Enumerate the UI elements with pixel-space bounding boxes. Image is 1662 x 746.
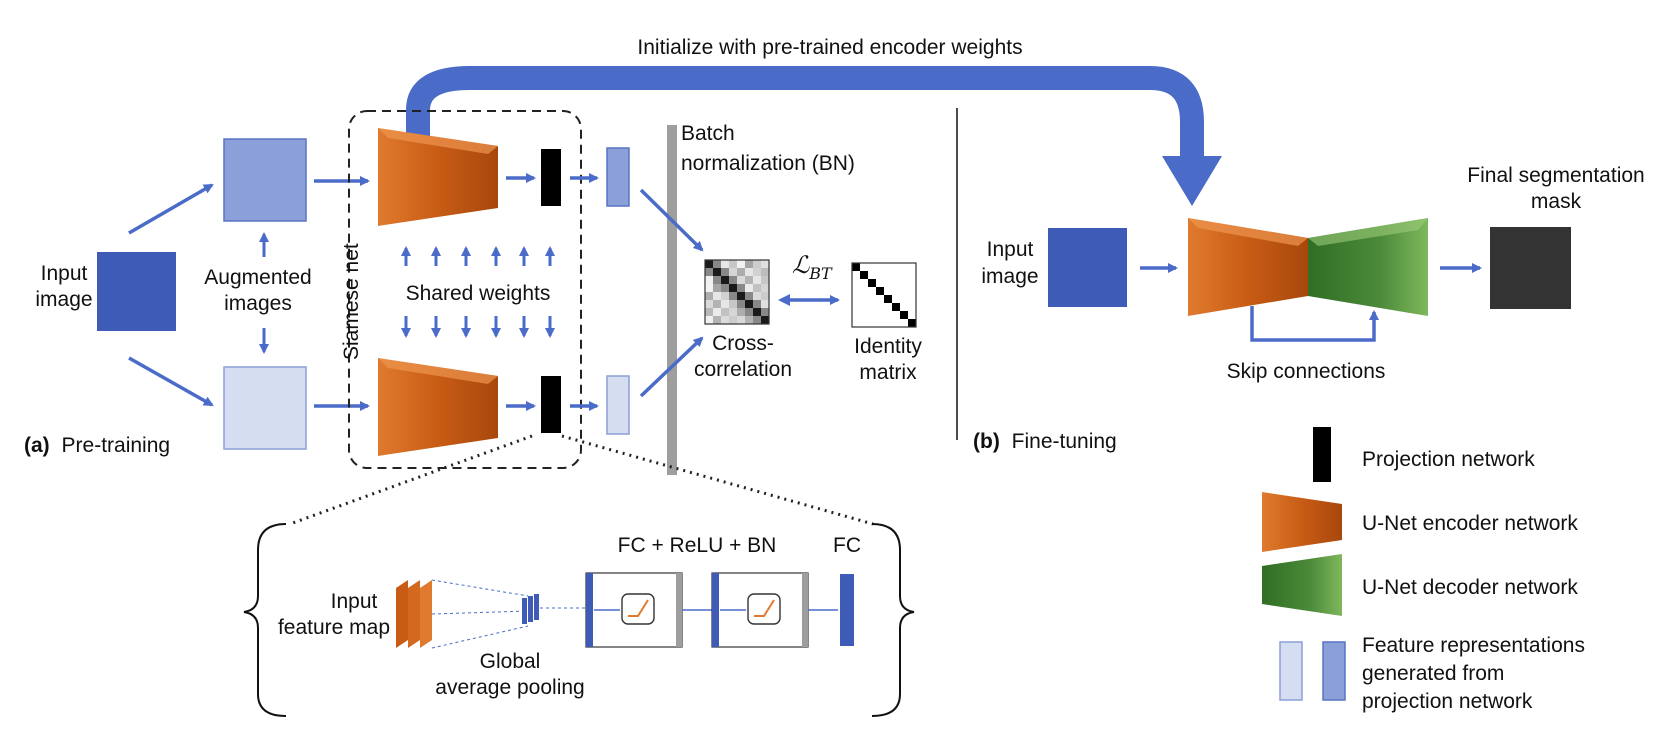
unet-encoder [1188, 218, 1308, 316]
legend-features-line1: Feature representations [1362, 634, 1585, 657]
loss-label: ℒBT [792, 251, 833, 283]
input-image-box [97, 252, 176, 331]
identity-label-line1: Identity [854, 335, 922, 358]
input-feature-map-label-line2: feature map [278, 616, 390, 639]
detail-brace-left [243, 523, 287, 717]
skip-connection-arrow [1250, 306, 1379, 342]
feature-representation-top [606, 147, 630, 207]
top-arrow-label: Initialize with pre-trained encoder weig… [637, 36, 1022, 59]
legend-feature-dark-swatch [1322, 641, 1346, 701]
augmented-image-top [223, 138, 307, 222]
encoder-top [378, 128, 498, 226]
input-image-label-line1: Input [41, 262, 88, 285]
weight-transfer-arrowhead [1162, 156, 1222, 206]
cross-correlation-label-line1: Cross- [712, 332, 774, 355]
legend-projection-swatch [1313, 427, 1331, 482]
arrow-input-to-aug-bottom [128, 356, 214, 407]
shared-weights-arrows [401, 246, 555, 338]
unet-decoder-bevel [1308, 218, 1428, 246]
fc-final-layer [840, 574, 854, 646]
loss-symbol: ℒ [792, 251, 810, 279]
gap-projection-lines [431, 579, 529, 649]
legend-projection-label: Projection network [1362, 448, 1535, 471]
zoom-line-right [561, 434, 874, 526]
cross-correlation-matrix [704, 259, 770, 325]
zoom-line-left [289, 434, 533, 526]
encoder-bottom-bevel [378, 358, 498, 384]
input-image-label-line2: image [35, 288, 92, 311]
weight-transfer-arrow [406, 66, 1204, 158]
panel-b-title: Fine-tuning [1012, 430, 1117, 453]
final-mask-label-line1: Final segmentation [1467, 164, 1644, 187]
unet-encoder-bevel [1188, 218, 1308, 246]
projection-network-bottom [541, 376, 561, 433]
gap-label-line1: Global [480, 650, 541, 673]
batch-norm-label-line2: normalization (BN) [681, 152, 855, 175]
augmented-label-line1: Augmented [204, 266, 311, 289]
cross-correlation-label-line2: correlation [694, 358, 792, 381]
encoder-top-bevel [378, 128, 498, 154]
gap-output [522, 594, 539, 624]
final-mask-label-line2: mask [1531, 190, 1582, 213]
input-feature-map [396, 580, 432, 648]
legend-encoder-label: U-Net encoder network [1362, 512, 1578, 535]
legend-decoder-label: U-Net decoder network [1362, 576, 1578, 599]
panel-a-letter: (a) [24, 434, 50, 457]
finetune-input-label-line2: image [981, 265, 1038, 288]
panel-a-title: Pre-training [62, 434, 171, 457]
batch-norm-bar [667, 125, 677, 475]
shared-weights-label: Shared weights [406, 282, 551, 305]
panel-b-letter: (b) [973, 430, 1000, 453]
identity-matrix [851, 262, 917, 328]
input-feature-map-label-line1: Input [331, 590, 378, 613]
skip-connections-label: Skip connections [1227, 360, 1386, 383]
fc-label: FC [833, 534, 861, 557]
fc-relu-bn-block-2 [711, 572, 809, 648]
legend-features-line2: generated from [1362, 662, 1504, 685]
loss-subscript: BT [808, 264, 833, 283]
siamese-net-label: Siamese net [340, 243, 363, 360]
panel-b-label: (b) Fine-tuning [973, 430, 1117, 453]
projection-network-top [541, 149, 561, 206]
arrow-feat-top-to-cc [639, 188, 704, 252]
feature-representation-bottom [606, 375, 630, 435]
legend-features-line3: projection network [1362, 690, 1533, 713]
identity-label-line2: matrix [859, 361, 917, 384]
final-segmentation-mask [1490, 227, 1571, 309]
finetune-input-image [1048, 228, 1127, 307]
legend-feature-light-swatch [1279, 641, 1303, 701]
arrow-feat-bottom-to-cc [639, 336, 704, 398]
arrow-input-to-aug-top [128, 183, 214, 235]
augmented-label-line2: images [224, 292, 292, 315]
detail-brace-right [871, 523, 915, 717]
fc-relu-bn-block-1 [585, 572, 683, 648]
siamese-net-box [348, 110, 582, 469]
legend-encoder-swatch [1262, 492, 1342, 552]
batch-norm-label-line1: Batch [681, 122, 735, 145]
panel-a-label: (a) Pre-training [24, 434, 170, 457]
encoder-bottom [378, 358, 498, 456]
fc-relu-bn-label: FC + ReLU + BN [618, 534, 777, 557]
augmented-image-bottom [223, 366, 307, 450]
gap-label-line2: average pooling [435, 676, 584, 699]
legend-decoder-swatch [1262, 554, 1342, 616]
finetune-input-label-line1: Input [987, 238, 1034, 261]
loss-arrow-left-head [778, 294, 790, 306]
